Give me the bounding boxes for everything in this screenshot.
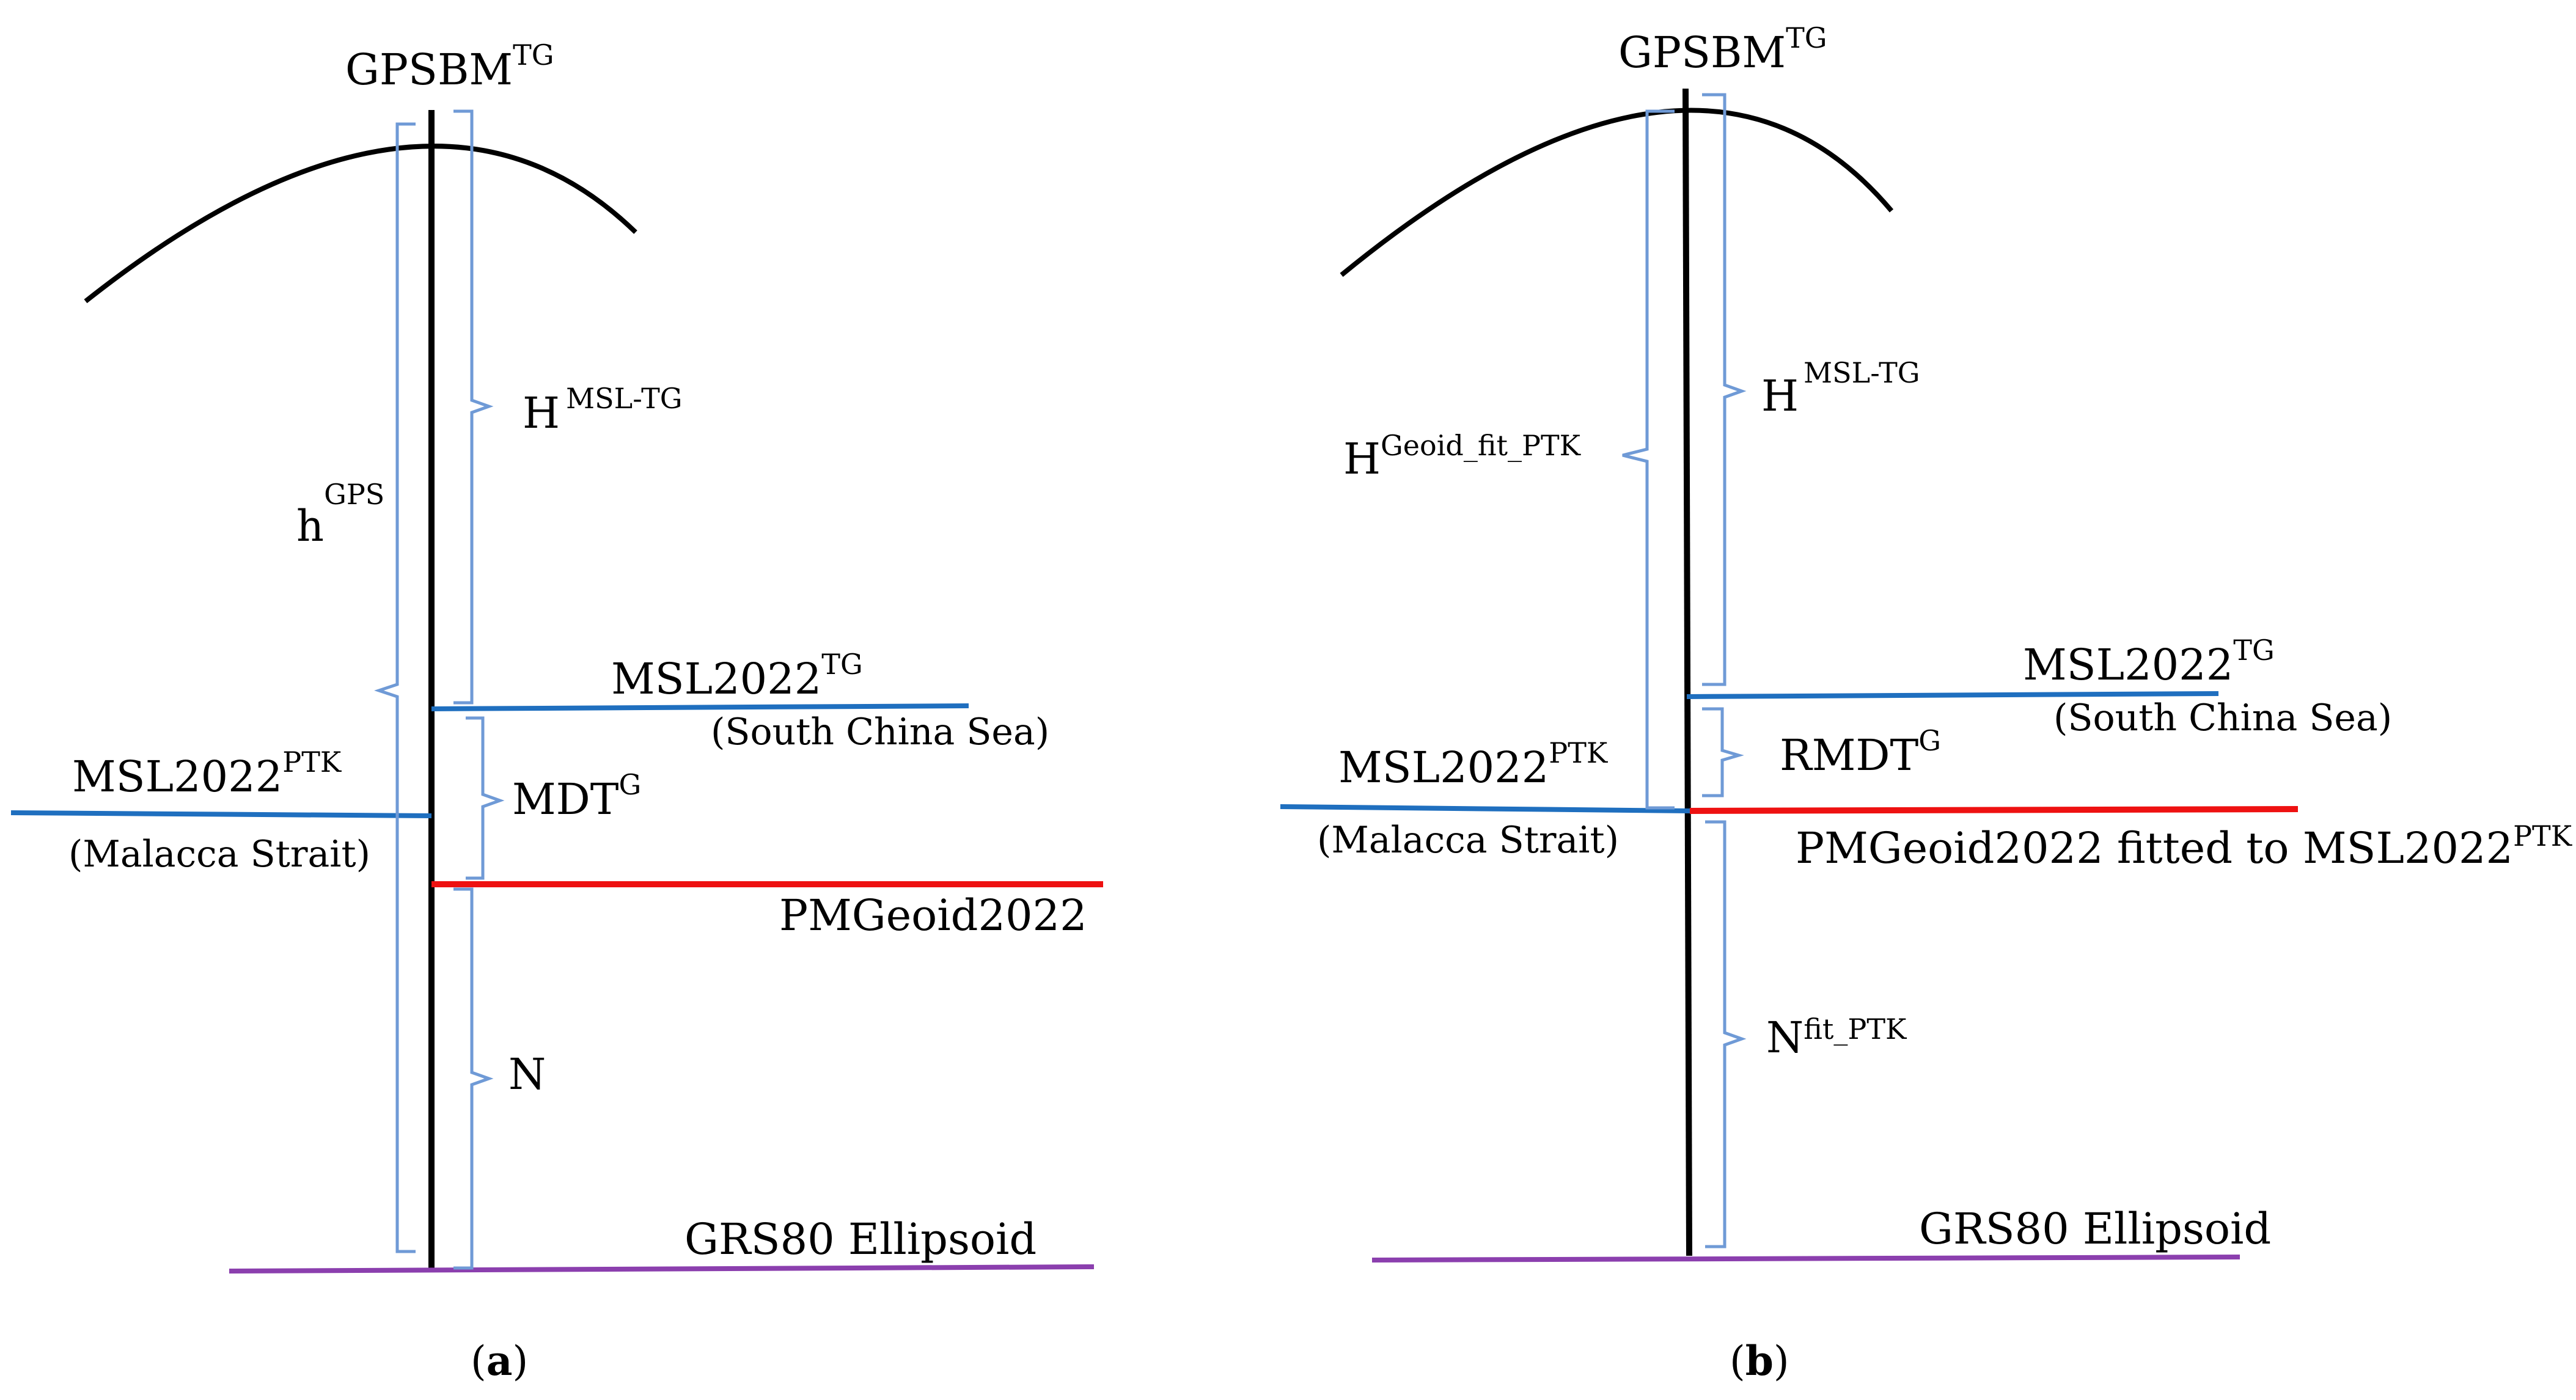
msl-tg-line-b xyxy=(1686,691,2219,699)
msl-ptk-label-b: MSL2022PTK xyxy=(1338,736,1609,793)
n-label-b: Nfit_PTK xyxy=(1766,1013,1907,1063)
msl-ptk-sub-a: (Malacca Strait) xyxy=(68,833,370,876)
vertical-axis-b xyxy=(1682,88,1692,1256)
geoid-label-b: PMGeoid2022 fitted to MSL2022PTK xyxy=(1796,819,2573,873)
brace-n-a xyxy=(453,887,494,1270)
rmdt-label-b: RMDTG xyxy=(1780,724,1941,780)
brace-rmdt-b xyxy=(1702,707,1744,797)
msl-tg-line-a xyxy=(431,703,969,711)
msl-ptk-sub-b: (Malacca Strait) xyxy=(1317,819,1619,862)
brace-n-b xyxy=(1705,820,1747,1248)
brace-h-geoid-b xyxy=(1622,109,1675,810)
n-label-a: N xyxy=(508,1049,546,1099)
geoid-label-a: PMGeoid2022 xyxy=(779,890,1087,940)
ellipsoid-label-a: GRS80 Ellipsoid xyxy=(684,1214,1037,1264)
ellipsoid-line-b xyxy=(1371,1255,2240,1263)
caption-b: (b) xyxy=(1730,1337,1789,1385)
msl-tg-label-b: MSL2022TG xyxy=(2023,634,2275,690)
brace-h-msl-a xyxy=(453,109,494,705)
msl-ptk-line-b xyxy=(1280,804,1690,813)
h-geoid-label-b: HGeoid_fit_PTK xyxy=(1343,429,1582,484)
caption-a: (a) xyxy=(471,1337,528,1385)
terrain-curve-b xyxy=(1340,108,1894,277)
ellipsoid-line-a xyxy=(229,1264,1095,1274)
ellipsoid-label-b: GRS80 Ellipsoid xyxy=(1919,1204,2271,1254)
msl-ptk-line-a xyxy=(10,810,432,818)
msl-tg-sub-b: (South China Sea) xyxy=(2053,697,2392,739)
gpsbm-label-b: GPSBMTG xyxy=(1618,21,1827,78)
msl-tg-sub-a: (South China Sea) xyxy=(711,711,1049,753)
brace-mdt-a xyxy=(466,716,505,880)
geoid-line-b xyxy=(1689,806,2299,814)
msl-tg-label-a: MSL2022TG xyxy=(611,648,863,704)
brace-h-msl-b xyxy=(1702,93,1747,686)
mdt-label-a: MDTG xyxy=(512,768,641,824)
gpsbm-label-a: GPSBMTG xyxy=(345,38,554,95)
terrain-curve-a xyxy=(84,144,637,304)
brace-h-gps-a xyxy=(374,122,416,1253)
msl-ptk-label-a: MSL2022PTK xyxy=(72,746,342,802)
h-gps-label-a: hGPS xyxy=(296,478,384,551)
